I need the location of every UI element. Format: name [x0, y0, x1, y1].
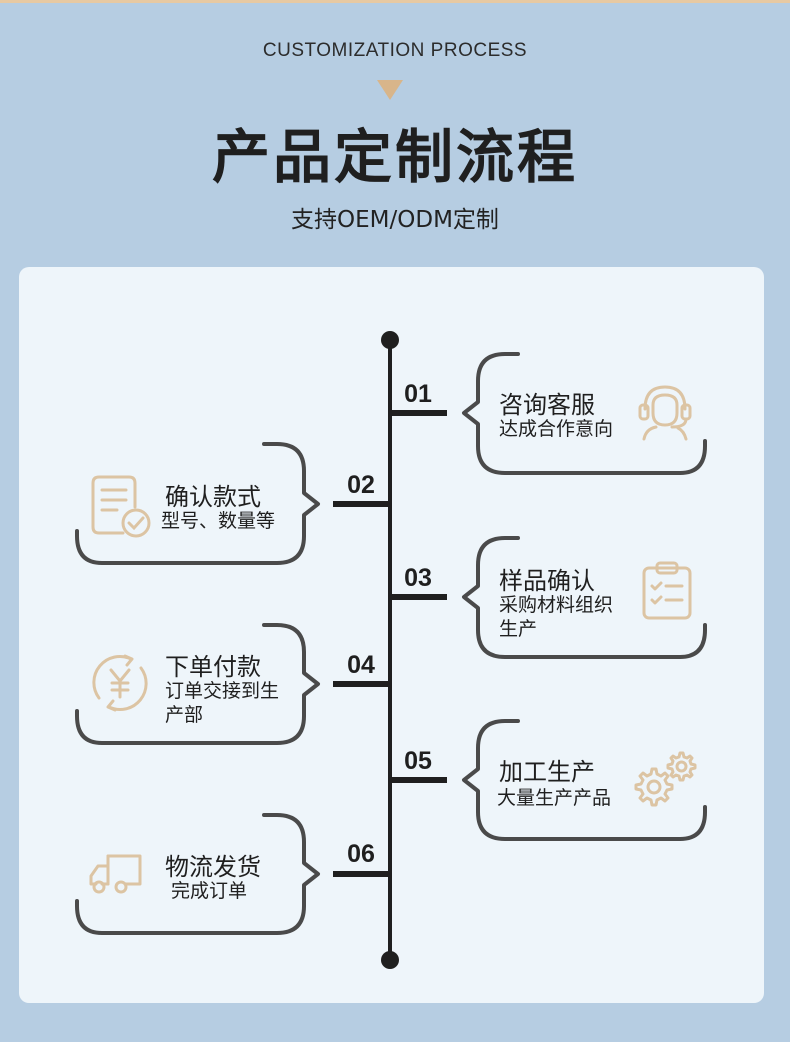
down-triangle-icon	[377, 80, 403, 100]
step-title-04: 下单付款	[165, 653, 261, 681]
step-title-06: 物流发货	[165, 853, 261, 881]
step-title-01: 咨询客服	[499, 391, 595, 419]
step-number-03: 03	[404, 564, 432, 592]
step-number-02: 02	[347, 471, 375, 499]
step-number-05: 05	[404, 747, 432, 775]
step-desc-03: 采购材料组织生产	[499, 594, 614, 640]
headset-agent-icon	[638, 385, 692, 441]
step-desc-02: 型号、数量等	[161, 510, 276, 532]
step-number-01: 01	[404, 380, 432, 408]
tagline: 支持OEM/ODM定制	[291, 207, 499, 233]
step-title-05: 加工生产	[499, 758, 595, 786]
truck-icon	[89, 854, 142, 894]
bracket-02	[75, 442, 320, 565]
top-accent-line	[0, 0, 790, 3]
bracket-01	[462, 352, 707, 475]
bracket-05	[462, 719, 707, 841]
step-desc-01: 达成合作意向	[499, 418, 614, 440]
timeline-start-dot	[381, 331, 399, 349]
bracket-03	[462, 536, 707, 659]
bracket-04	[75, 623, 320, 745]
gears-icon	[634, 751, 697, 807]
subtitle-en: CUSTOMIZATION PROCESS	[262, 40, 528, 61]
step-number-04: 04	[347, 651, 375, 679]
step-title-03: 样品确认	[499, 567, 595, 595]
step-desc-05: 大量生产产品	[497, 787, 612, 809]
step-title-02: 确认款式	[165, 483, 261, 511]
page-title: 产品定制流程	[211, 123, 578, 191]
timeline-end-dot	[381, 951, 399, 969]
step-desc-06: 完成订单	[171, 880, 248, 902]
step-number-06: 06	[347, 840, 375, 868]
yen-coin-icon	[92, 654, 148, 712]
step-desc-04: 订单交接到生产部	[165, 680, 280, 726]
bracket-06	[75, 813, 320, 935]
document-check-icon	[91, 475, 151, 538]
clipboard-check-icon	[642, 561, 692, 620]
